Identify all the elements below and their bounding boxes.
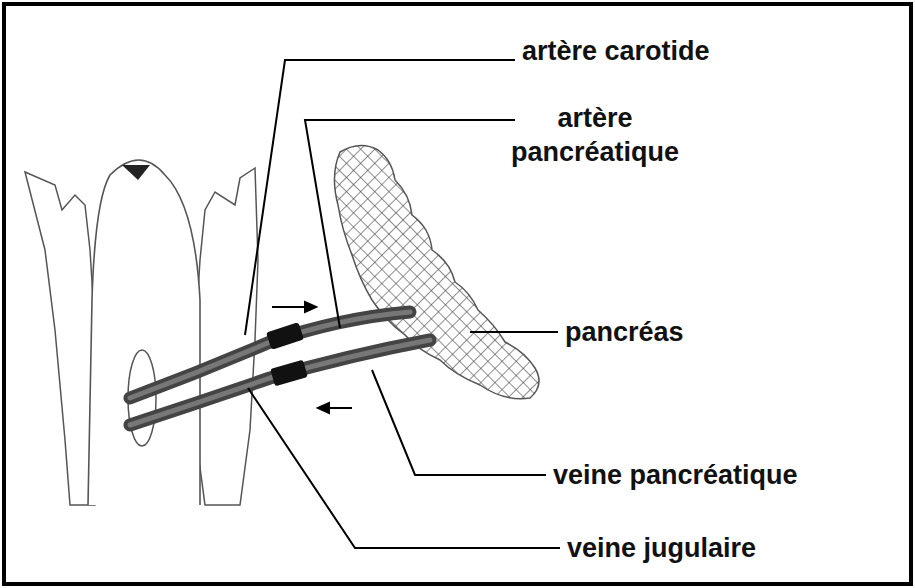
neck-skin-right [195,168,258,505]
pancreas-organ [334,145,539,398]
vein-highlight [130,340,430,425]
part-label: veine jugulaire [567,531,756,565]
flow-arrows [272,302,352,413]
neck [88,160,200,505]
leader-lines [245,60,560,548]
vein-junction [270,360,308,387]
frame [4,4,911,584]
part-label: artère pancréatique [470,101,720,169]
part-label: veine pancréatique [553,458,798,492]
artery-junction [266,322,304,350]
part-label: pancréas [565,315,684,349]
part-label: artère carotide [522,34,710,68]
nose-mark [122,165,150,180]
